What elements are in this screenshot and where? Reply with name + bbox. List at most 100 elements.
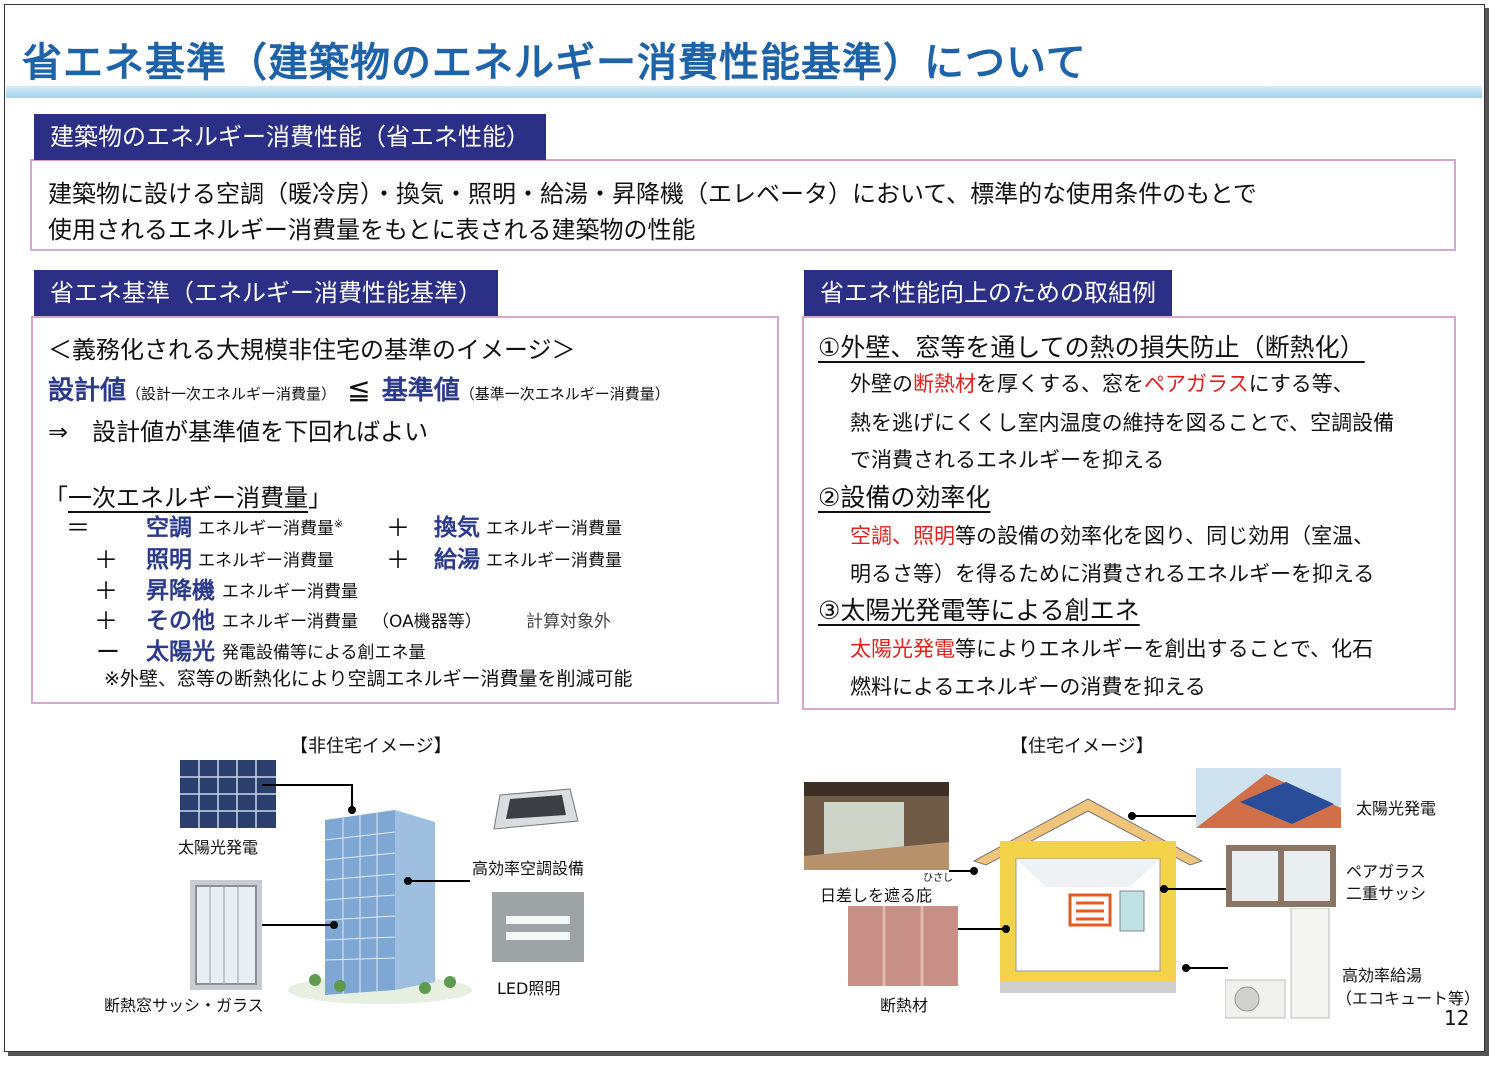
formula-suffix: エネルギー消費量※	[198, 517, 344, 539]
residential-title: 【住宅イメージ】	[1010, 736, 1154, 757]
formula-row: ＋ その他 エネルギー消費量 （OA機器等） 計算対象外	[66, 601, 706, 635]
item1-title: ①外壁、窓等を通しての熱の損失防止（断熱化）	[818, 333, 1365, 362]
item3-title: ③太陽光発電等による創エネ	[818, 596, 1140, 625]
aircon-lighting-keyword: 空調、照明	[850, 524, 955, 548]
pair-glass-keyword: ペアガラス	[1144, 372, 1249, 396]
res-double-sash-label: 二重サッシ	[1346, 884, 1427, 903]
formula-term2: 換気	[434, 515, 480, 541]
leader-dot	[348, 806, 356, 814]
formula-term2: 給湯	[434, 547, 480, 573]
item2-title: ②設備の効率化	[818, 483, 991, 512]
design-vs-standard: 設計値（設計一次エネルギー消費量） ≦ 基準値（基準一次エネルギー消費量）	[48, 370, 670, 407]
office-building-image	[285, 800, 475, 1005]
section3-header: 省エネ性能向上のための取組例	[804, 270, 1172, 316]
section1-box	[30, 159, 1456, 251]
item2-line2: 明るさ等）を得るために消費されるエネルギーを抑える	[850, 562, 1375, 586]
formula-note: （OA機器等）	[372, 612, 482, 632]
formula-term: 空調	[146, 515, 192, 541]
leader-dot	[1128, 812, 1136, 820]
formula-suffix: エネルギー消費量	[222, 582, 358, 602]
leq-symbol: ≦	[347, 373, 371, 406]
leader-line	[262, 924, 334, 926]
res-insulation-label: 断熱材	[880, 996, 929, 1015]
leader-dot	[404, 877, 412, 885]
leader-dot	[1182, 964, 1190, 972]
section1-line1: 建築物に設ける空調（暖冷房）・換気・照明・給湯・昇降機（エレベータ）において、標…	[48, 180, 1257, 208]
item1-line1: 外壁の断熱材を厚くする、窓をペアガラスにする等、	[850, 372, 1354, 396]
standard-value-note: （基準一次エネルギー消費量）	[459, 385, 670, 403]
formula-row: ＋ 昇降機 エネルギー消費量	[66, 571, 706, 605]
page-title: 省エネ基準（建築物のエネルギー消費性能基準）について	[22, 40, 1087, 86]
formula-note2: 計算対象外	[526, 612, 611, 632]
roof-solar-photo	[1196, 768, 1341, 828]
formula-term: 昇降機	[146, 578, 215, 604]
formula-op: ー	[96, 638, 120, 666]
conclusion: ⇒ 設計値が基準値を下回ればよい	[48, 418, 429, 446]
leader-line	[949, 870, 973, 872]
formula-term: 太陽光	[146, 639, 215, 665]
formula-op2: ＋	[386, 514, 410, 542]
formula-suffix: エネルギー消費量	[222, 612, 358, 632]
leader-line	[262, 784, 352, 786]
leader-line	[1186, 967, 1228, 969]
formula-term: その他	[146, 608, 215, 634]
eaves-photo	[804, 782, 949, 870]
insulation-photo	[848, 906, 958, 986]
led-light-image	[492, 892, 584, 962]
page-number: 12	[1444, 1006, 1470, 1030]
eaves-ruby: ひさし	[923, 873, 953, 884]
formula-suffix: エネルギー消費量	[198, 551, 334, 571]
res-water-heater-label: 高効率給湯	[1342, 966, 1423, 985]
res-eaves-label: 日差しを遮る庇	[820, 886, 933, 905]
formula-title-text: 一次エネルギー消費量	[68, 484, 308, 512]
item3-line1: 太陽光発電等によりエネルギーを創出することで、化石	[850, 637, 1374, 661]
leader-dot	[1160, 885, 1168, 893]
formula-footnote: ※外壁、窓等の断熱化により空調エネルギー消費量を削減可能	[104, 668, 633, 690]
leader-line	[408, 880, 470, 882]
formula-title: 「一次エネルギー消費量」	[44, 478, 332, 513]
nonresidential-title: 【非住宅イメージ】	[290, 736, 452, 757]
formula-title-close: 」	[308, 484, 332, 512]
formula-suffix2: エネルギー消費量	[486, 551, 622, 571]
leader-dot	[970, 867, 978, 875]
window-sash-image	[190, 880, 262, 990]
nr-solar-label: 太陽光発電	[178, 838, 259, 857]
formula-title-open: 「	[44, 484, 68, 512]
nr-window-label: 断熱窓サッシ・ガラス	[104, 996, 264, 1015]
house-cross-section-image	[970, 795, 1205, 1000]
leader-dot	[1002, 925, 1010, 933]
insulation-keyword: 断熱材	[913, 372, 976, 396]
nr-led-label: LED照明	[497, 979, 561, 998]
item3-line2: 燃料によるエネルギーの消費を抑える	[850, 675, 1206, 699]
section1-header: 建築物のエネルギー消費性能（省エネ性能）	[34, 114, 546, 160]
section2-box	[31, 316, 779, 704]
formula-row: ＋ 照明 エネルギー消費量 ＋ 給湯 エネルギー消費量	[66, 540, 706, 574]
formula-row: ＝ 空調 エネルギー消費量※ ＋ 換気 エネルギー消費量	[66, 508, 706, 542]
section1-line2: 使用されるエネルギー消費量をもとに表される建築物の性能	[48, 216, 696, 244]
formula-op: ＋	[94, 607, 118, 635]
water-heater-image	[1224, 907, 1330, 1020]
formula-suffix: 発電設備等による創エネ量	[222, 643, 426, 663]
item1-line2: 熱を逃げにくくし室内温度の維持を図ることで、空調設備	[850, 411, 1395, 435]
title-underline-band	[6, 86, 1482, 98]
design-value-note: （設計一次エネルギー消費量）	[126, 385, 337, 403]
section2-header: 省エネ基準（エネルギー消費性能基準）	[34, 270, 498, 316]
res-solar-label: 太陽光発電	[1356, 799, 1437, 818]
formula-op: ＋	[94, 546, 118, 574]
nr-aircon-label: 高効率空調設備	[472, 859, 585, 878]
item2-line1: 空調、照明等の設備の効率化を図り、同じ効用（室温、	[850, 524, 1375, 548]
double-sash-photo	[1226, 845, 1336, 907]
standard-value: 基準値	[381, 376, 460, 406]
aircon-unit-image	[490, 785, 580, 835]
item1-line3: で消費されるエネルギーを抑える	[850, 448, 1165, 472]
leader-line	[1164, 888, 1226, 890]
section3-box	[802, 316, 1456, 710]
formula-suffix2: エネルギー消費量	[486, 519, 622, 539]
design-value: 設計値	[48, 376, 127, 406]
res-water-heater-note: （エコキュート等）	[1336, 989, 1481, 1008]
solar-keyword: 太陽光発電	[850, 637, 955, 661]
formula-row: ー 太陽光 発電設備等による創エネ量	[66, 632, 706, 666]
formula-op: ＝	[66, 514, 90, 542]
formula-op2: ＋	[386, 546, 410, 574]
leader-line	[351, 784, 353, 810]
